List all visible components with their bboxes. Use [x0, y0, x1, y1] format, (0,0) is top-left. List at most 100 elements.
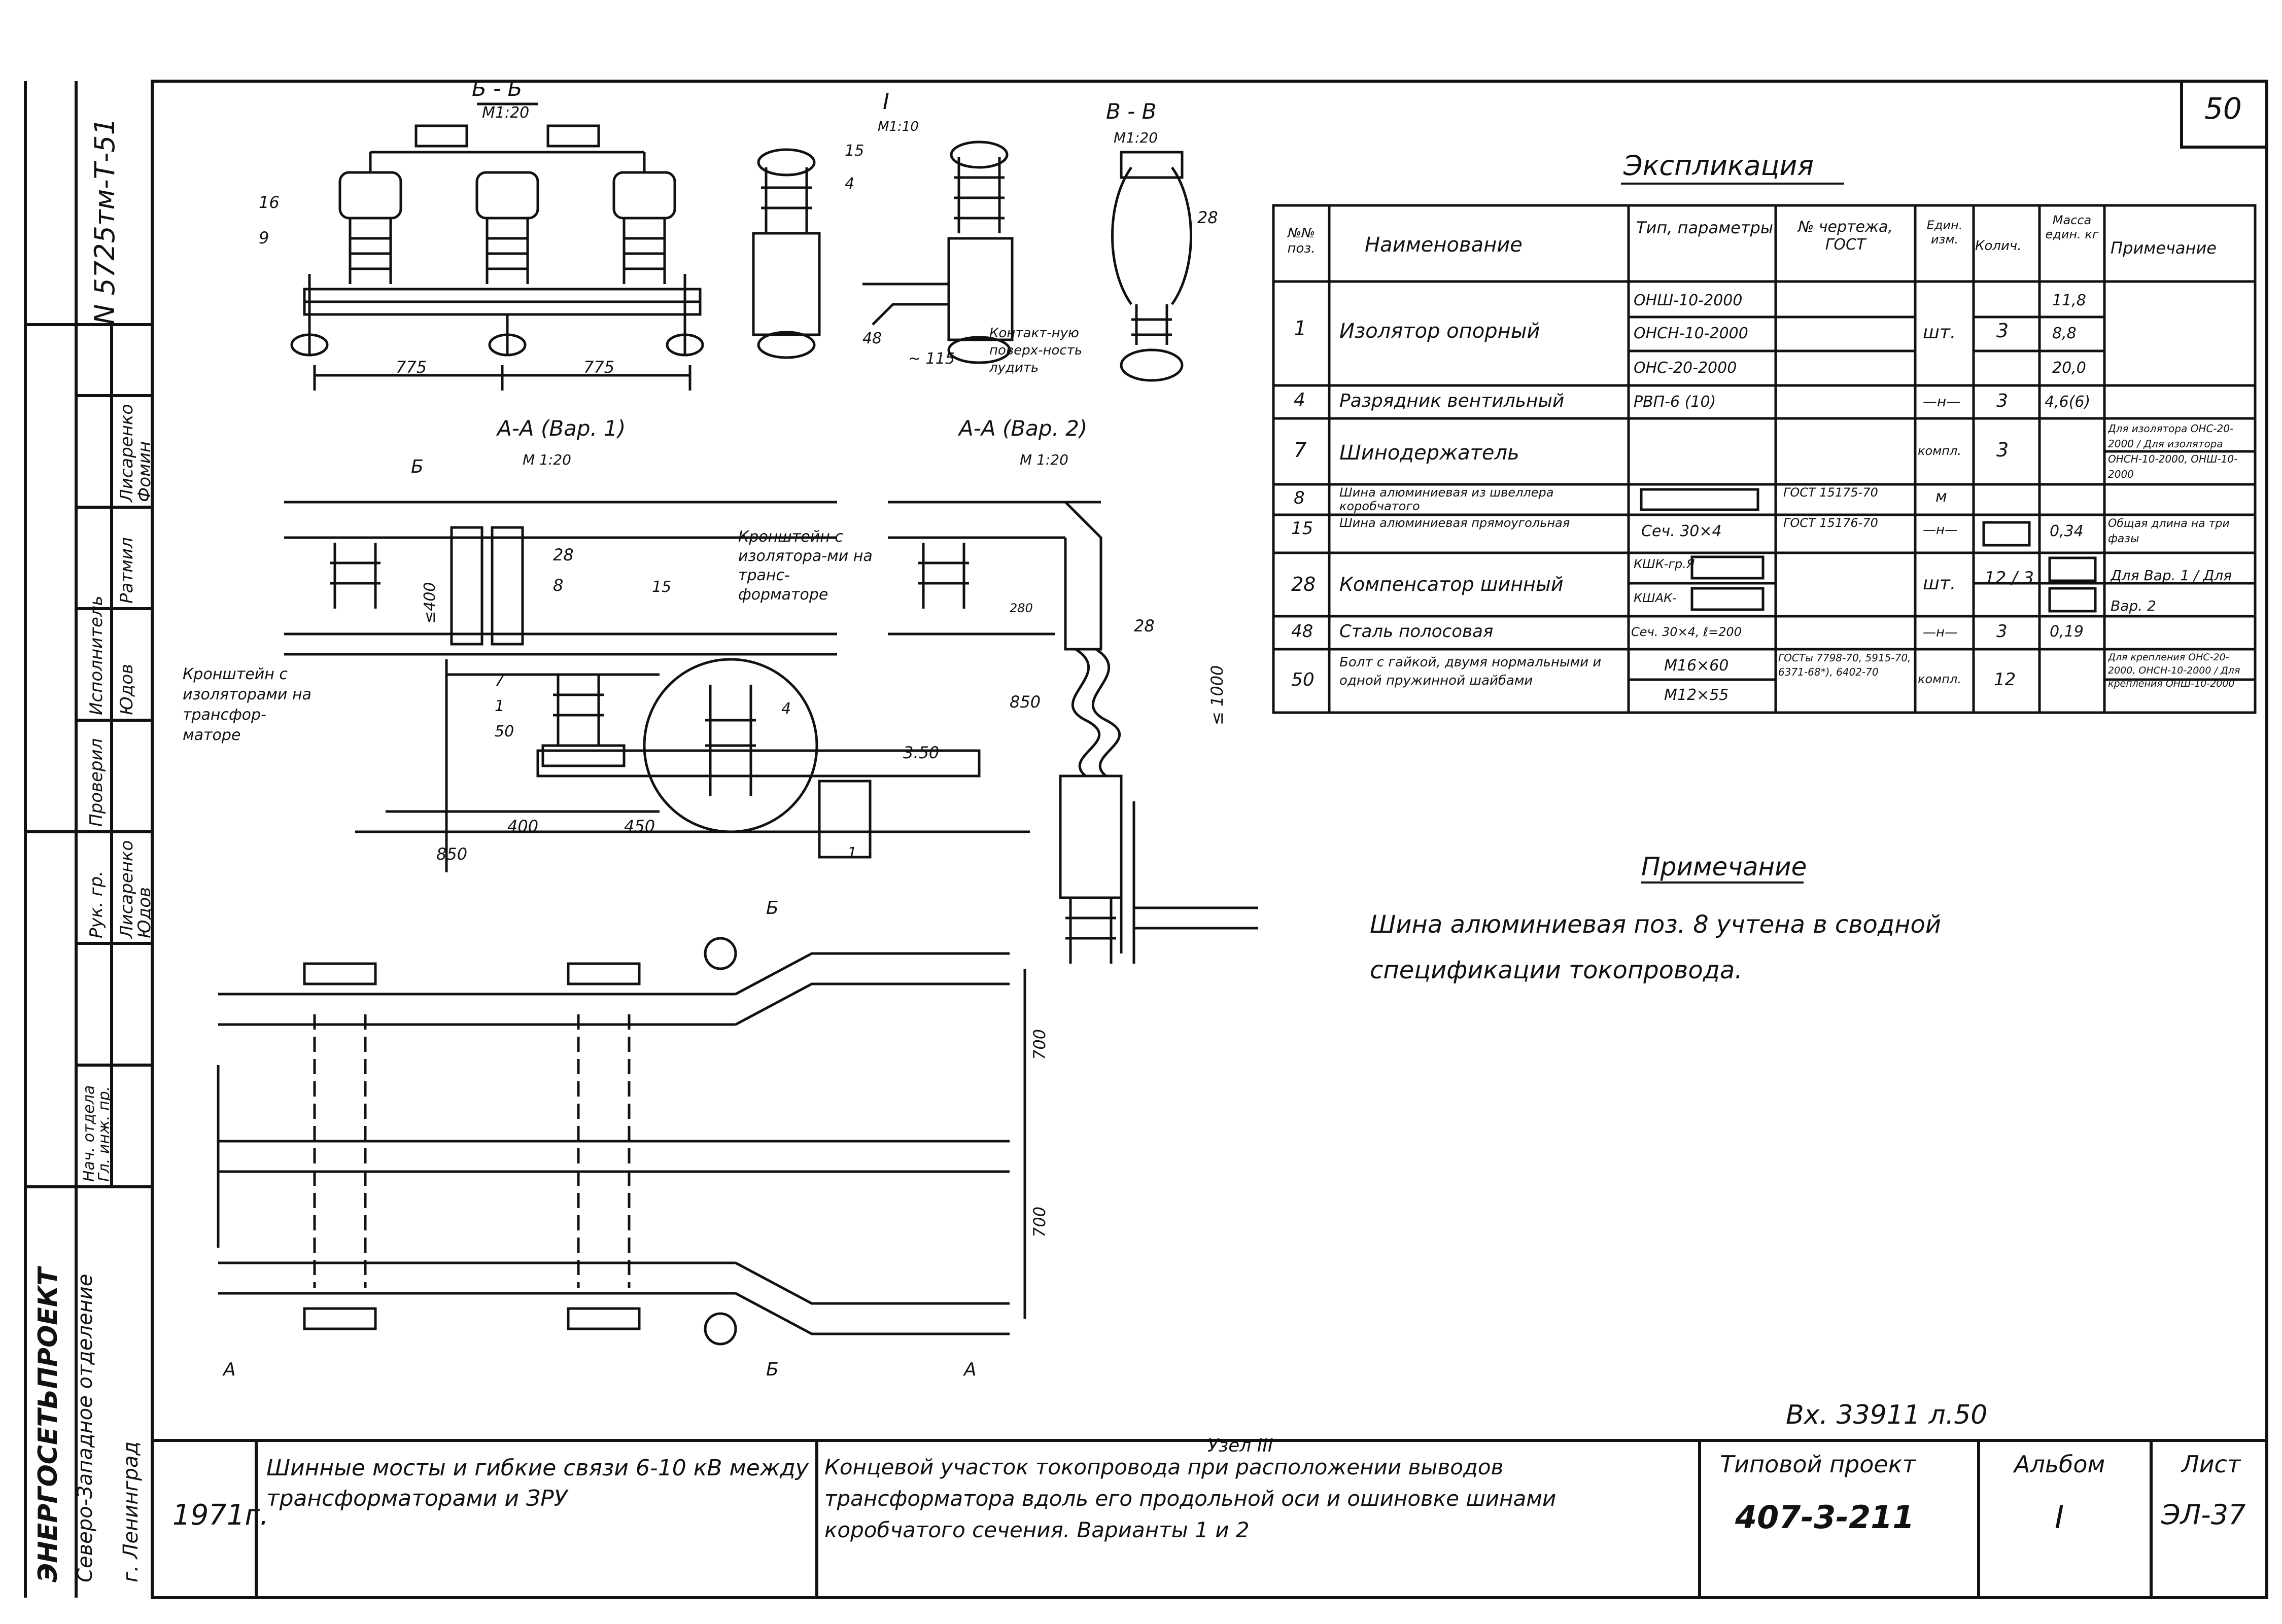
note-text-line-1: Шина алюминиевая поз. 8 учтена в сводной [1370, 910, 1942, 939]
section-bb-label-16: 16 [259, 193, 280, 212]
row-8-name: Шина алюминиевая из швеллера коробчатого [1339, 486, 1554, 513]
row-48-type: Сеч. 30×4, ℓ=200 [1631, 625, 1742, 639]
plan-dim-700-bottom: 700 [1030, 1206, 1049, 1238]
row-28-note: Для Вар. 1 / Для Вар. 2 [2111, 567, 2232, 614]
stamp-name-5: Лисаренко [117, 840, 137, 938]
title-sheet-number: ЭЛ-37 [2161, 1499, 2246, 1531]
section-bb-scale: М1:20 [482, 104, 530, 122]
sheet-number-box [2180, 80, 2268, 149]
title-album-number: I [2055, 1499, 2064, 1536]
row-1-name: Изолятор опорный [1339, 320, 1540, 343]
explication-header-unit: Един. изм. [1926, 218, 1963, 246]
stamp-org-name: ЭНЕРГОСЕТЬПРОЕКТ [33, 1267, 63, 1582]
explication-header-pos: №№ поз. [1287, 226, 1316, 256]
plan-cut-mark-b-bottom: Б [766, 1359, 779, 1380]
incoming-reference: Вх. 33911 л.50 [1786, 1400, 1988, 1430]
title-project-label: Типовой проект [1720, 1451, 1916, 1478]
row-28-name: Компенсатор шинный [1339, 573, 1564, 595]
row-15-type: Сеч. 30×4 [1641, 522, 1722, 540]
row-28-type-2: КШАК- [1634, 591, 1677, 605]
row-1-unit: шт. [1923, 322, 1956, 343]
section-aa2-label-28: 28 [1134, 616, 1155, 636]
explication-header-gost: № чертежа, ГОСТ [1798, 218, 1893, 254]
row-8-unit: м [1935, 488, 1947, 506]
section-aa1-cut-mark: Б [411, 456, 424, 477]
section-aa1-dim-400-vert: ≤400 [421, 582, 439, 624]
row-7-name: Шинодержатель [1339, 441, 1519, 465]
explication-title: Экспликация [1623, 150, 1814, 182]
stamp-name-1: Лисаренко [117, 404, 137, 502]
row-48-name: Сталь полосовая [1339, 621, 1494, 642]
row-15-unit: —н— [1923, 522, 1958, 538]
explication-header-note: Примечание [2111, 238, 2217, 258]
title-project-number: 407-3-211 [1735, 1499, 1915, 1536]
row-4-unit: —н— [1923, 393, 1961, 410]
stamp-name-3: Ратмил [117, 537, 137, 604]
section-aa2-dim-850: 850 [1010, 692, 1041, 712]
inventory-number: N 5725тм-Т-51 [89, 118, 121, 325]
row-15-gost: ГОСТ 15176-70 [1783, 516, 1878, 530]
stamp-name-6: Юдов [134, 887, 155, 938]
title-year: 1971г. [172, 1499, 269, 1532]
section-vv-label-28: 28 [1197, 208, 1218, 227]
explication-header-mass: Масса един. кг [2045, 213, 2099, 241]
row-50-note: Для крепления ОНС-20-2000, ОНСН-10-2000 … [2108, 652, 2240, 689]
section-aa2-label-280: 280 [1010, 601, 1033, 615]
row-48-qty: 3 [1996, 621, 2008, 642]
row-50-unit: компл. [1918, 672, 1961, 686]
section-vv-title: В - В [1106, 99, 1157, 124]
row-48-unit: —н— [1923, 625, 1958, 640]
section-aa1-label-1: 1 [495, 697, 505, 715]
row-7-pos: 7 [1294, 439, 1307, 462]
section-aa1-dim-850: 850 [436, 844, 468, 864]
row-15-pos: 15 [1291, 518, 1313, 539]
title-album-label: Альбом [2014, 1451, 2105, 1478]
stamp-name-2: Фомин [134, 441, 155, 502]
section-aa1-scale: М 1:20 [523, 451, 571, 468]
section-aa1-level-350: 3.50 [903, 743, 940, 762]
row-1-mass-1: 11,8 [2052, 292, 2086, 309]
stamp-role-2: Гл. инж. пр. [95, 1086, 113, 1182]
row-4-type: РВП-6 (10) [1634, 393, 1716, 411]
section-bb-title: Б - Б [472, 76, 523, 101]
stamp-name-4: Юдов [117, 663, 137, 715]
section-aa1-label-8: 8 [553, 576, 564, 595]
plan-cut-mark-a-left: А [223, 1359, 236, 1380]
stamp-role-4: Проверил [86, 738, 107, 827]
title-node: Узел III [1207, 1435, 1273, 1456]
row-1-mass-3: 20,0 [2052, 359, 2086, 377]
section-bb-drawing [290, 102, 704, 391]
row-28-qty: 12 / 3 [1984, 568, 2034, 588]
node-i-scale: М1:10 [878, 119, 919, 134]
plan-dim-700-top: 700 [1030, 1029, 1049, 1060]
row-4-qty: 3 [1996, 391, 2008, 411]
row-1-type-2: ОНСН-10-2000 [1634, 325, 1748, 342]
plan-cut-mark-b-top: Б [766, 898, 779, 919]
row-50-name: Болт с гайкой, двумя нормальными и одной… [1339, 655, 1602, 688]
explication-header-type: Тип, параметры [1636, 218, 1774, 237]
section-aa1-drawing [284, 501, 1030, 872]
title-sheet-label: Лист [2182, 1451, 2241, 1478]
row-15-note: Общая длина на три фазы [2108, 517, 2230, 545]
row-50-pos: 50 [1291, 669, 1315, 690]
stamp-role-3: Исполнитель [86, 595, 107, 715]
section-aa1-label-7: 7 [495, 672, 505, 690]
section-aa1-label-28: 28 [553, 545, 574, 564]
section-aa1-dim-400: 400 [507, 817, 539, 836]
section-bb-dim-left: 775 [396, 358, 427, 377]
explication-header-name: Наименование [1365, 233, 1523, 257]
stamp-org-city: г. Ленинград [119, 1441, 143, 1582]
row-50-type-2: М12×55 [1664, 686, 1729, 704]
row-50-type-1: М16×60 [1664, 657, 1729, 675]
row-28-type-1: КШК-гр.Я [1634, 557, 1695, 571]
section-aa1-dim-450: 450 [624, 817, 655, 836]
row-48-pos: 48 [1291, 621, 1313, 642]
row-8-gost: ГОСТ 15175-70 [1783, 486, 1878, 500]
row-1-qty: 3 [1996, 320, 2009, 342]
row-50-gost: ГОСТы 7798-70, 5915-70, 6371-68*), 6402-… [1778, 652, 1911, 678]
node-i-title: I [883, 89, 889, 115]
section-vv-scale: М1:20 [1114, 129, 1158, 146]
stamp-org-branch: Северо-Западное отделение [74, 1274, 97, 1582]
section-aa1-label-15: 15 [652, 578, 672, 596]
row-1-mass-2: 8,8 [2052, 325, 2077, 342]
